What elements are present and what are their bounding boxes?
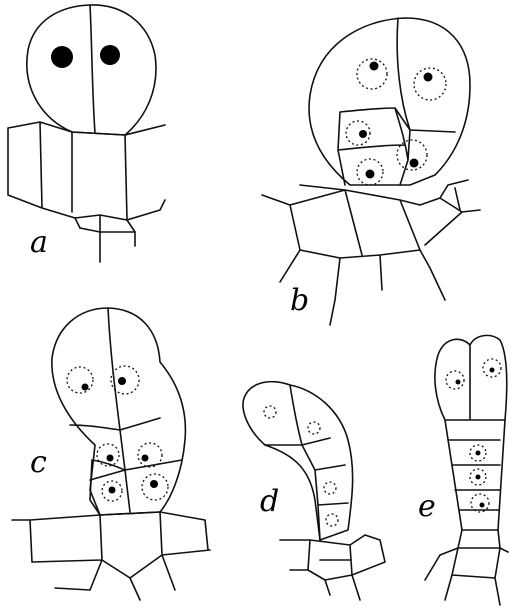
panel-label-e: e xyxy=(418,492,436,522)
panel-c-base-cells xyxy=(12,512,210,600)
panel-a-nucleus-left xyxy=(51,46,73,68)
panel-a-septum xyxy=(90,5,95,133)
panel-label-c: c xyxy=(30,448,47,478)
panel-e-cell-outline xyxy=(435,335,507,530)
panel-label-d: d xyxy=(260,487,279,517)
panel-a-base-cells xyxy=(80,228,135,262)
panel-label-b: b xyxy=(290,286,309,316)
panel-b-cell-outline xyxy=(309,18,470,185)
panel-d-base-cells xyxy=(280,535,385,600)
panel-b xyxy=(262,18,480,325)
panel-a-nucleus-right xyxy=(100,45,120,65)
panel-a xyxy=(8,5,165,262)
panel-c-cell-outline xyxy=(52,308,186,515)
panel-label-a: a xyxy=(30,228,48,258)
panel-a-stalk-cells xyxy=(8,122,165,232)
panel-e-base-cells xyxy=(425,530,508,605)
panel-e xyxy=(425,335,508,605)
